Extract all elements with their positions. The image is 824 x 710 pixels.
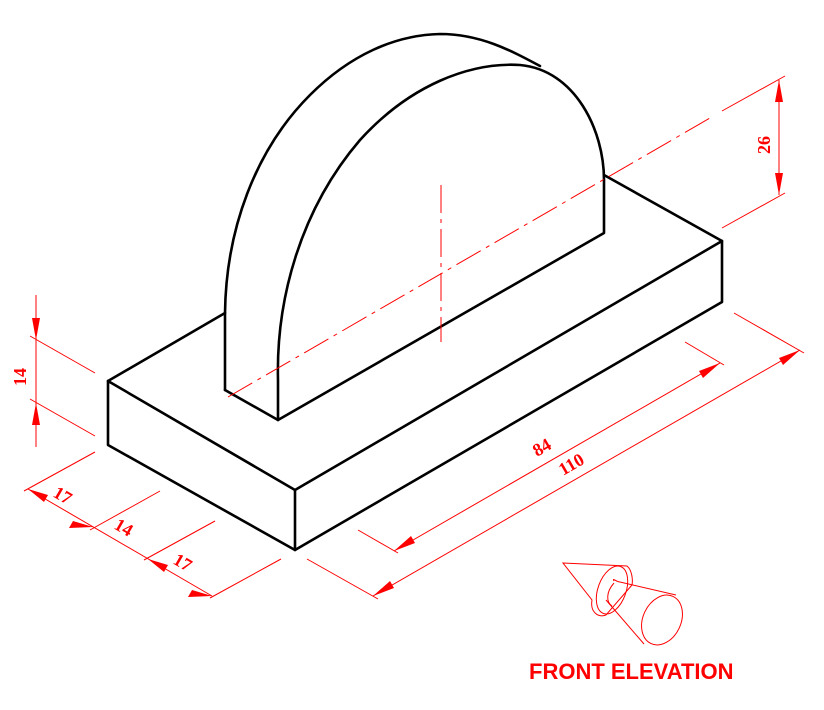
dim-widths: 17 14 17 (23, 451, 282, 599)
arch-back-curve (223, 32, 542, 392)
base-top-right-edge (602, 173, 724, 243)
arrow-icon (69, 521, 93, 528)
arch-bottom-edge (223, 388, 280, 422)
dim-arch-height: 26 (721, 75, 786, 229)
arrow-icon (779, 350, 800, 365)
dim-label-base-height: 14 (10, 368, 30, 386)
dim-label-arch-height: 26 (754, 136, 774, 154)
arrow-icon (394, 536, 415, 551)
base-top-left-edge (106, 311, 227, 383)
viewing-direction-arrow-icon (561, 562, 683, 646)
dim-label-upright-length: 84 (529, 434, 555, 460)
view-caption: FRONT ELEVATION (529, 659, 734, 684)
arrow-icon (775, 173, 783, 195)
long-centerline (227, 117, 711, 398)
base-right-face (293, 239, 724, 552)
arrow-icon (32, 403, 40, 425)
center-lines (227, 117, 711, 398)
arrow-icon (699, 363, 720, 378)
arrow-icon (148, 559, 168, 572)
arrow-icon (32, 318, 40, 340)
arrow-icon (28, 489, 48, 502)
dim-label-width-middle: 14 (111, 514, 137, 540)
arched-upright (223, 32, 606, 422)
base-front-face (106, 379, 297, 552)
arrow-icon (775, 80, 783, 102)
base-block (106, 173, 724, 552)
dim-label-width-right: 17 (170, 549, 196, 575)
arch-front-face (276, 63, 606, 422)
dim-lengths: 84 110 (306, 312, 805, 600)
arrow-icon (373, 581, 394, 596)
dim-base-height: 14 (10, 295, 96, 447)
arrow-icon (188, 590, 212, 597)
